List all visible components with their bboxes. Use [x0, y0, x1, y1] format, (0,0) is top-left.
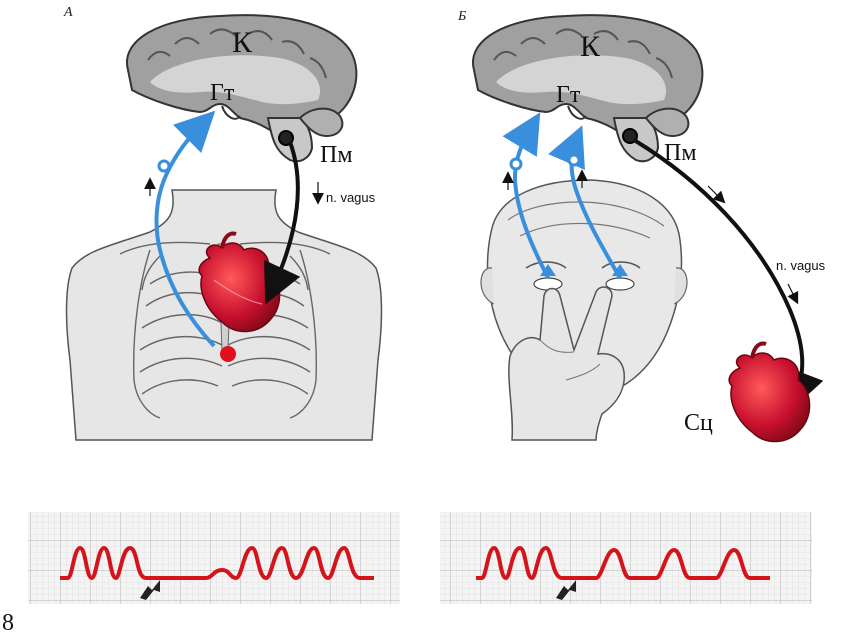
brain-a	[125, 14, 358, 163]
ganglion-a	[157, 159, 171, 173]
ecg-stimulus-arrow-a	[140, 580, 160, 600]
hypothalamus-label-b: Гт	[556, 82, 581, 108]
ganglion-b-left	[509, 157, 523, 171]
afferent-nerve-a	[154, 110, 216, 348]
medulla-nucleus-a	[278, 130, 294, 146]
vagus-nerve-b	[632, 138, 824, 411]
hypothalamus-label-a: Гт	[210, 80, 235, 106]
ecg-stimulus-arrow-b	[556, 580, 576, 600]
panel-a-letter: А	[63, 5, 73, 20]
ecg-panel-b	[440, 512, 812, 604]
heart-b	[728, 341, 811, 443]
hand-b	[508, 286, 625, 441]
ecg-trace-a	[60, 546, 374, 580]
vagus-label-b: n. vagus	[776, 258, 826, 273]
panel-b-letter: Б	[457, 9, 466, 24]
medulla-nucleus-b	[622, 128, 638, 144]
medulla-label-a: Пм	[320, 142, 353, 168]
efferent-direction-arrow-b2	[787, 283, 799, 305]
figure-number: 8	[2, 610, 14, 632]
ganglion-b-right	[567, 153, 581, 167]
cortex-label-b: К	[580, 30, 601, 63]
ecg-trace-b	[476, 546, 770, 580]
receptor-dot-a	[220, 346, 236, 362]
afferent-nerve-b-left	[502, 112, 550, 279]
heart-label-b: Сц	[684, 410, 713, 436]
cortex-label-a: К	[232, 26, 253, 59]
vagus-label-a: n. vagus	[326, 190, 376, 205]
vagus-nerve-a	[264, 141, 301, 305]
efferent-direction-arrow-b1	[707, 185, 726, 204]
ecg-panel-a	[28, 512, 400, 604]
